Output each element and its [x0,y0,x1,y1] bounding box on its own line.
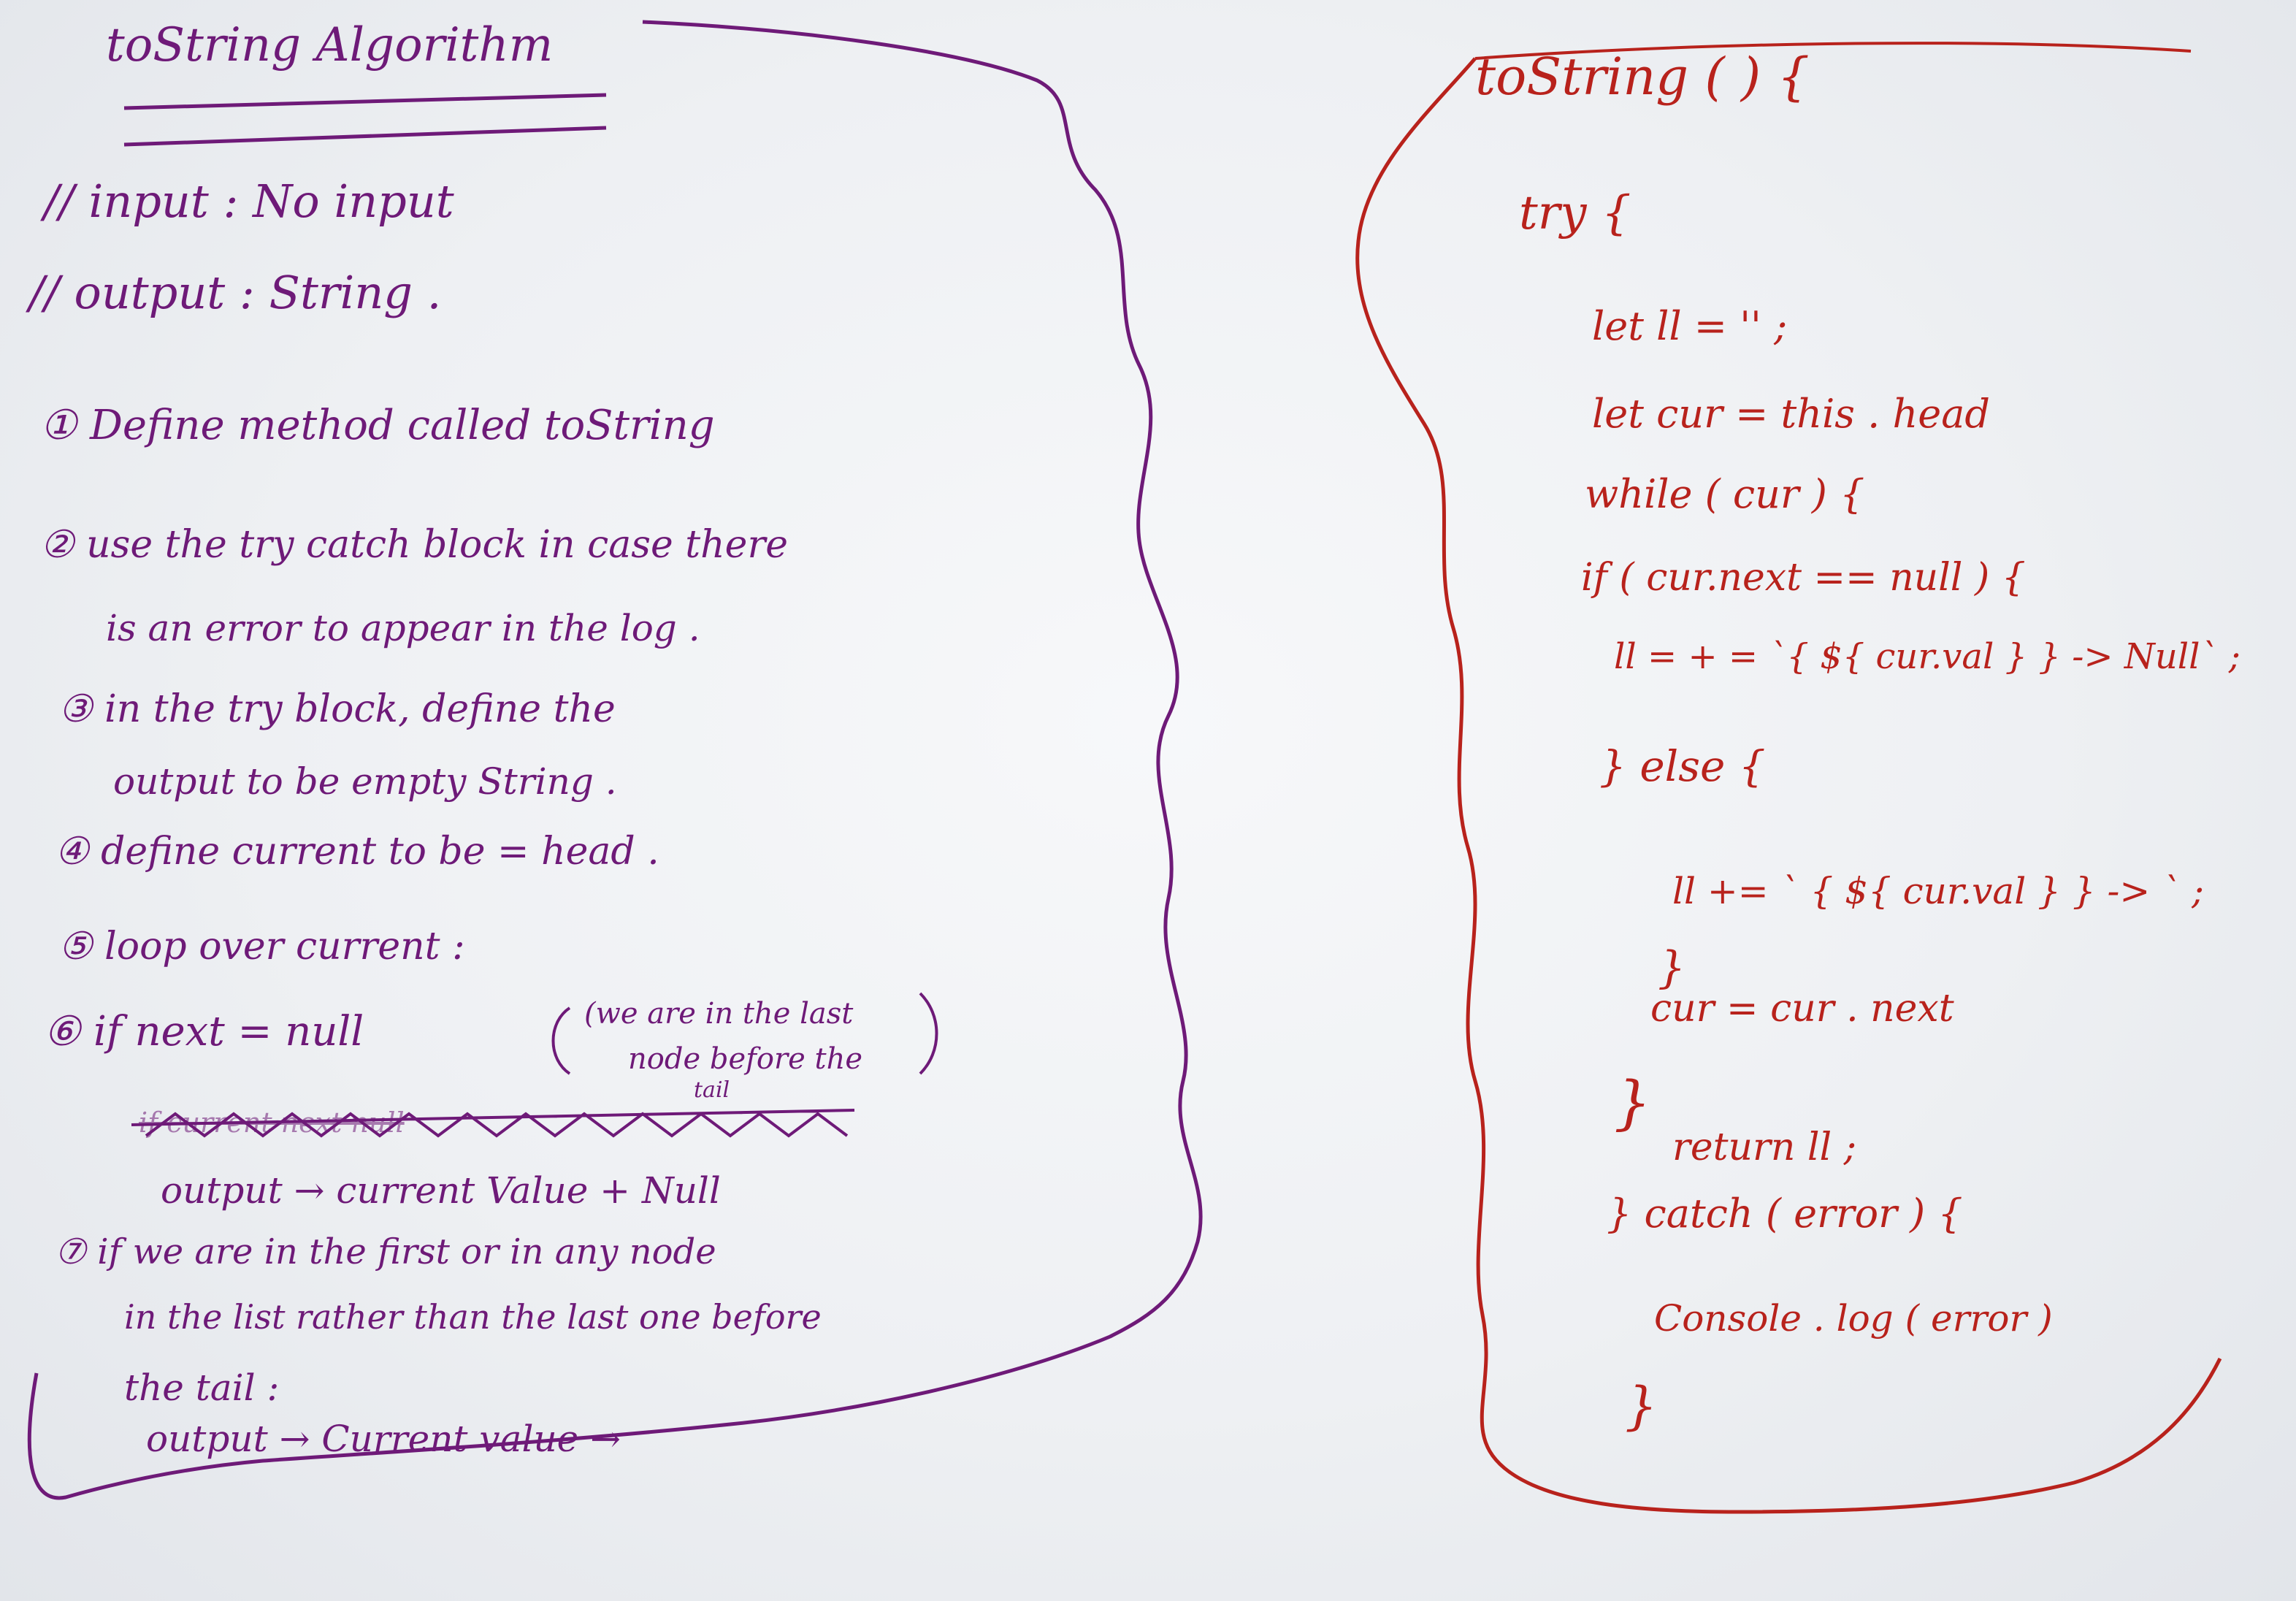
code-line-1: toString ( ) { [1475,47,1810,107]
step-7-cont-2: the tail : [124,1367,280,1409]
code-line-15: Console . log ( error ) [1654,1297,2053,1340]
step-3-cont: output to be empty String . [113,760,617,803]
note-paren-left [551,1006,571,1075]
code-line-11: cur = cur . next [1650,987,1954,1031]
code-line-16: } [1625,1376,1658,1436]
step-6-output: output → current Value + Null [161,1169,721,1212]
step-2: ② use the try catch block in case there [40,523,789,567]
step-7-cont-1: in the list rather than the last one bef… [124,1297,822,1337]
step-2-cont: is an error to appear in the log . [106,607,700,649]
left-panel-border [27,20,1203,1500]
step-6-note-3: tail [694,1077,730,1103]
output-comment: // output : String . [29,266,442,319]
step-7-output: output → Current value → [146,1418,621,1460]
note-paren-right [919,992,938,1075]
step-1: ① Define method called toString [40,402,715,449]
crossout-scribble [131,1109,855,1138]
right-panel-border [1355,57,2222,1514]
code-line-2: try { [1519,186,1631,240]
code-line-4: let cur = this . head [1592,391,1990,437]
code-line-12: } [1614,1069,1651,1136]
step-6: ⑥ if next = null [44,1008,364,1055]
step-5: ⑤ loop over current : [58,925,465,968]
step-3: ③ in the try block, define the [58,687,616,731]
step-6-note-2: node before the [628,1042,863,1076]
code-line-7: ll = + = `{ ${ cur.val } } -> Null` ; [1614,636,2240,677]
title-underline-1 [123,93,607,110]
right-panel-top-edge [1474,42,2192,60]
step-6-note-1: (we are in the last [584,997,854,1031]
code-line-3: let ll = '' ; [1592,303,1788,349]
code-line-10: } [1658,942,1686,993]
input-comment: // input : No input [44,175,454,228]
step-4: ④ define current to be = head . [55,830,659,874]
crossed-out-text: if current next null [139,1107,405,1139]
code-line-9: ll += ` { ${ cur.val } } -> ` ; [1672,870,2204,912]
code-line-14: } catch ( error ) { [1607,1191,1963,1237]
title-underline-2 [123,126,607,147]
code-line-13: return ll ; [1672,1126,1857,1169]
step-7: ⑦ if we are in the first or in any node [55,1231,716,1272]
code-line-6: if ( cur.next == null ) { [1581,556,2026,600]
code-line-5: while ( cur ) { [1585,471,1865,517]
algorithm-title: toString Algorithm [106,18,554,72]
code-line-8: } else { [1599,741,1766,791]
